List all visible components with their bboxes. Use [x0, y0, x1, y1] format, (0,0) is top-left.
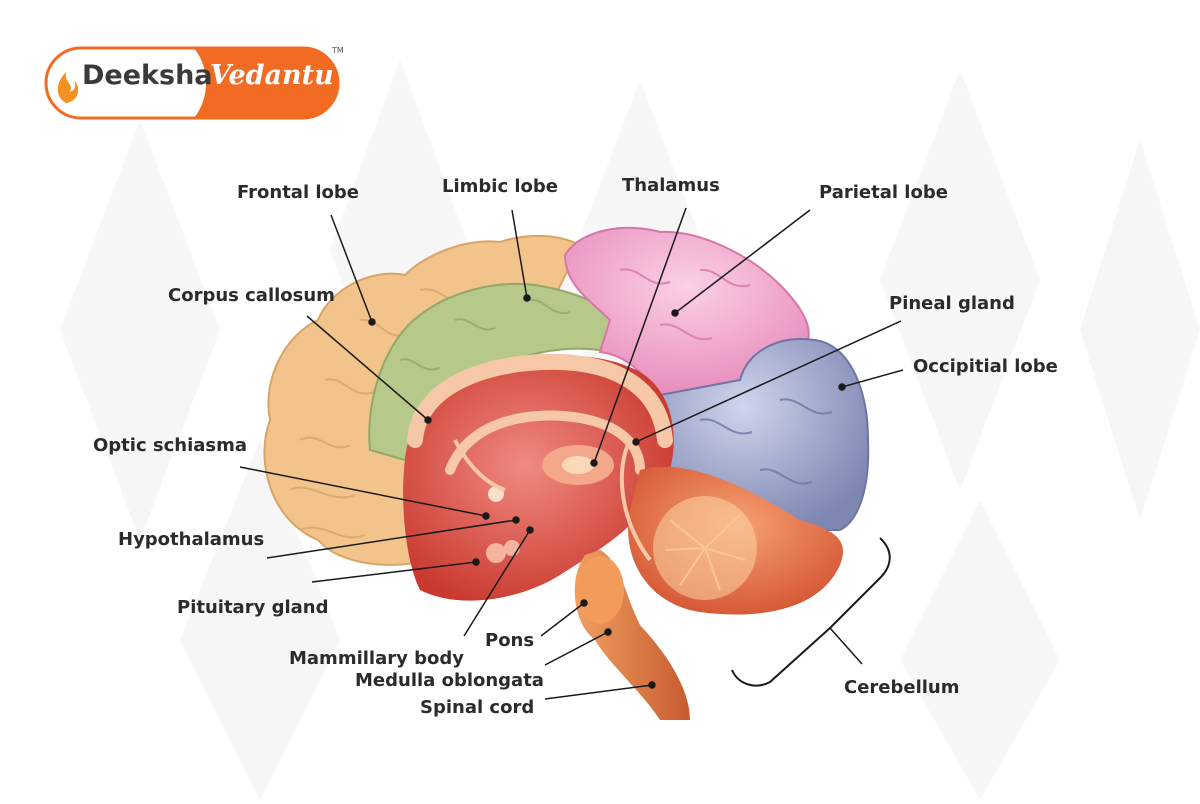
label-thalamus: Thalamus — [622, 175, 720, 196]
logo-vedantu-text: Vedantu — [210, 60, 334, 91]
label-spinal-cord: Spinal cord — [420, 697, 535, 718]
label-occipital-lobe: Occipitial lobe — [913, 356, 1058, 377]
logo-trademark: TM — [332, 46, 344, 55]
label-pineal-gland: Pineal gland — [889, 293, 1015, 314]
logo-deeksha-text: Deeksha — [82, 60, 213, 91]
leader-lines — [239, 207, 904, 700]
label-pons: Pons — [485, 630, 535, 651]
label-medulla-oblongata: Medulla oblongata — [355, 670, 544, 691]
label-optic-chiasma: Optic schiasma — [93, 435, 248, 456]
label-corpus-callosum: Corpus callosum — [168, 285, 335, 306]
label-frontal-lobe: Frontal lobe — [237, 182, 360, 203]
inner-brain-region — [403, 355, 674, 601]
flame-icon — [57, 72, 79, 103]
pituitary-shape — [486, 543, 506, 563]
label-hypothalamus: Hypothalamus — [118, 529, 265, 550]
label-cerebellum: Cerebellum — [844, 677, 960, 698]
label-mammillary-body: Mammillary body — [289, 648, 464, 669]
pons-shape — [576, 556, 624, 624]
corpus-callosum-shape — [407, 353, 673, 448]
label-pituitary-gland: Pituitary gland — [177, 597, 329, 618]
label-parietal-lobe: Parietal lobe — [819, 182, 948, 203]
label-limbic-lobe: Limbic lobe — [442, 176, 559, 197]
deeksha-vedantu-logo: Deeksha Vedantu TM — [44, 46, 344, 122]
